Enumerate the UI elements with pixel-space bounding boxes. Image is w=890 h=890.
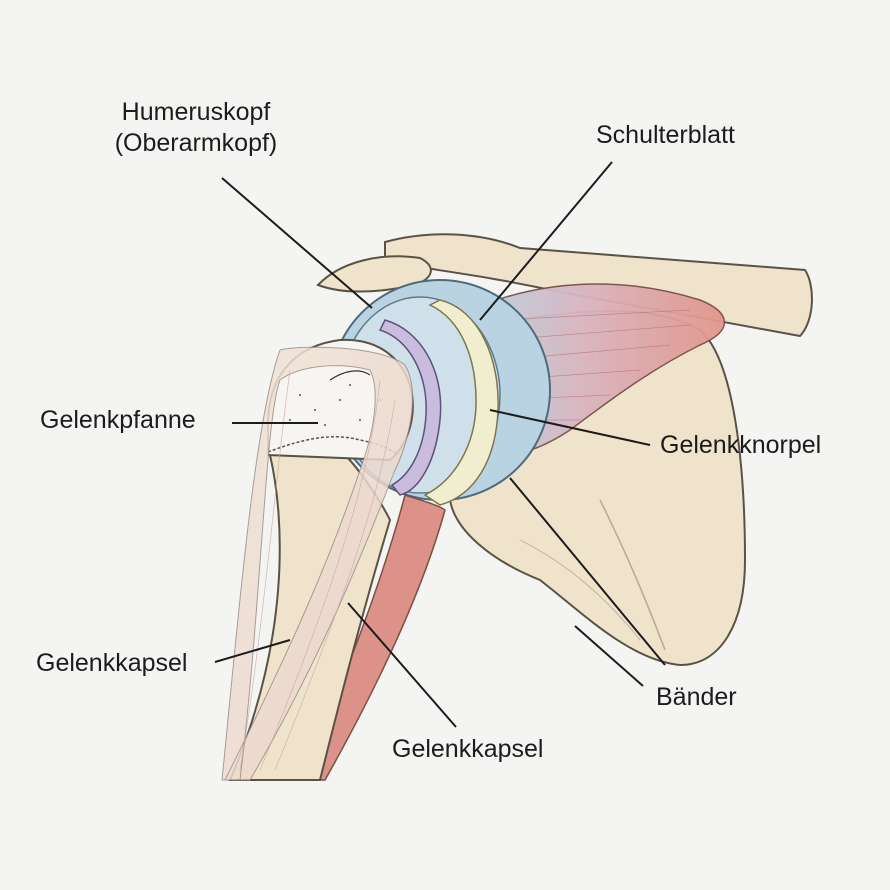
cartilage-band <box>423 299 499 506</box>
label-ligaments: Bänder <box>656 683 737 711</box>
label-humeral-head-line1: Humeruskopf <box>121 98 271 126</box>
labrum <box>378 319 442 496</box>
label-scapula: Schulterblatt <box>596 121 735 149</box>
biceps-tendon <box>221 346 413 781</box>
label-capsule-left: Gelenkkapsel <box>36 649 188 677</box>
label-cartilage: Gelenkknorpel <box>660 431 822 459</box>
label-humeral-head: Humeruskopf (Oberarmkopf) <box>98 97 294 159</box>
label-humeral-head-line2: (Oberarmkopf) <box>114 129 278 157</box>
label-capsule-bottom: Gelenkkapsel <box>392 735 544 763</box>
label-glenoid: Gelenkpfanne <box>40 406 196 434</box>
leader-lines <box>214 161 666 728</box>
